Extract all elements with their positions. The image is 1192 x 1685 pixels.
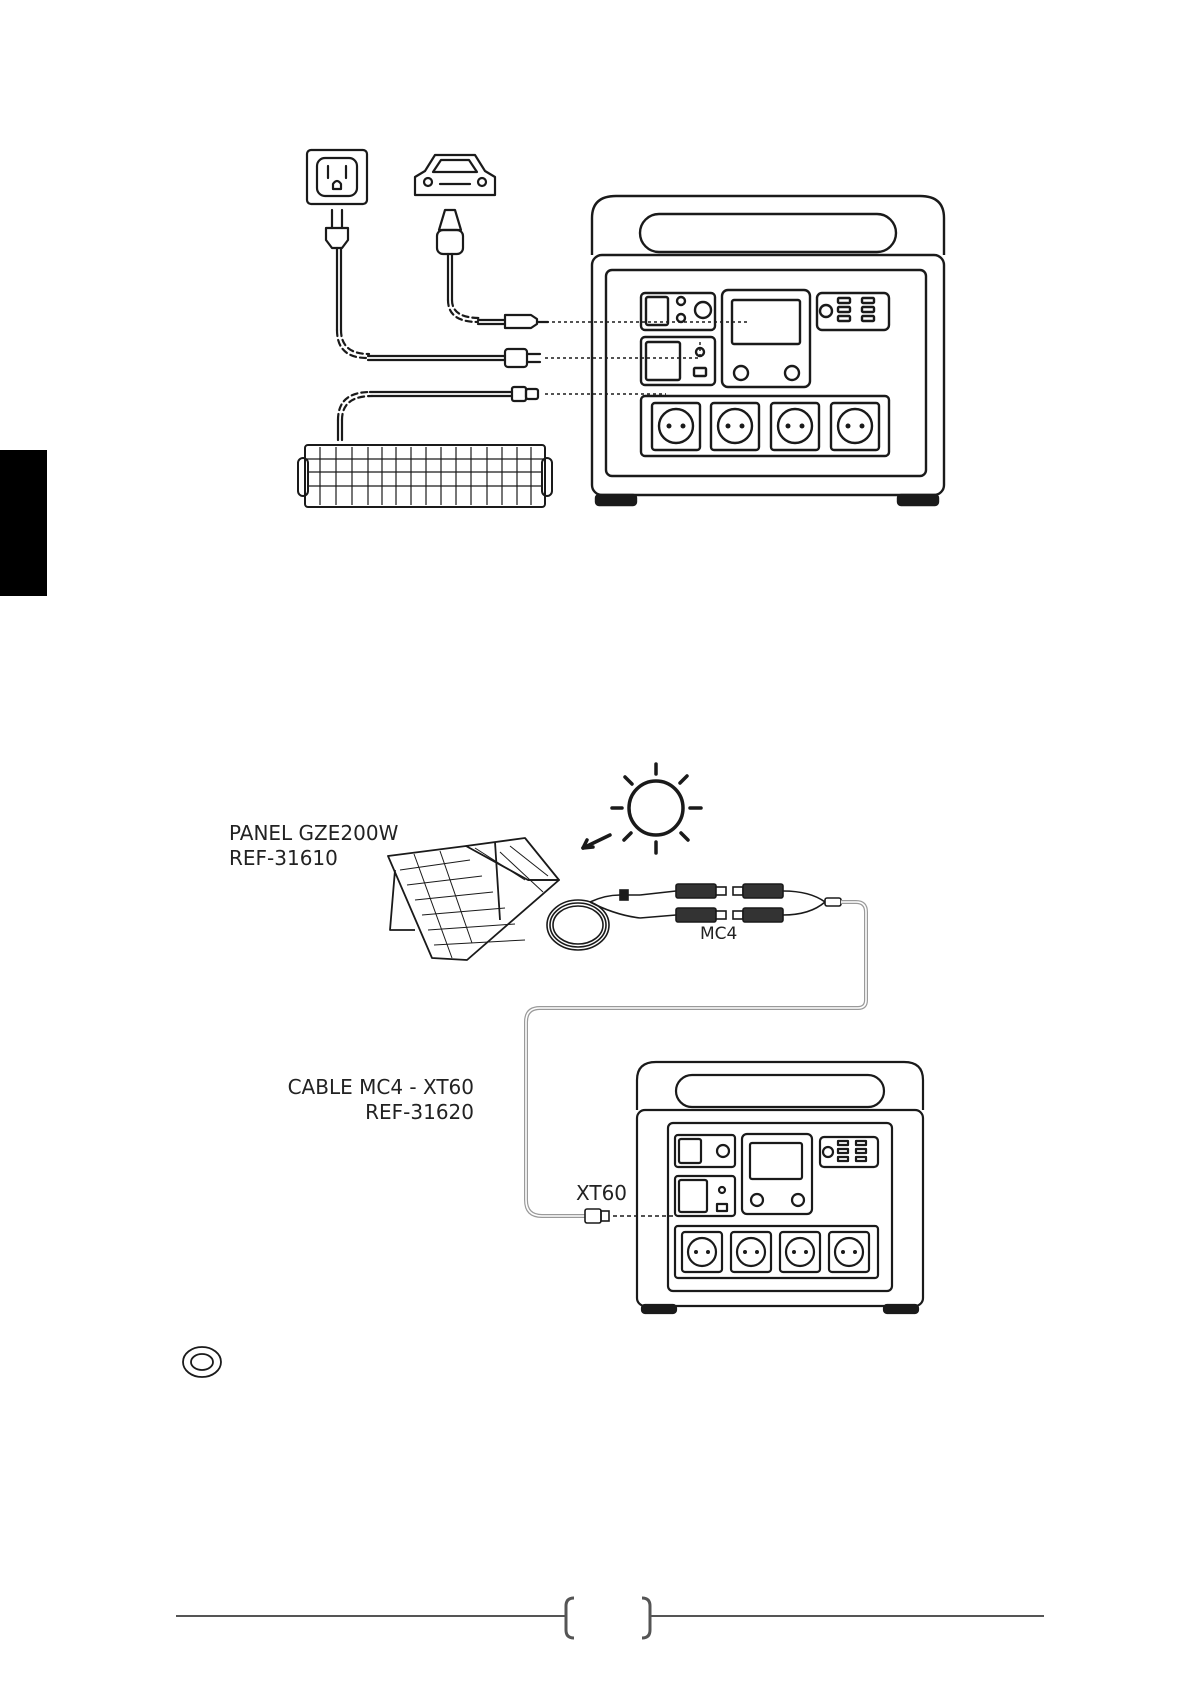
panel-name-label: PANEL GZE200W (229, 821, 398, 846)
footer-line-left (176, 1615, 566, 1617)
wall-outlet-icon (307, 150, 367, 204)
notice-circle-icon (181, 1345, 223, 1379)
sun-icon (583, 764, 701, 853)
footer-line-right (650, 1615, 1044, 1617)
solar-connection-diagram (0, 740, 1192, 1340)
mc4-label: MC4 (700, 924, 737, 945)
page-number-bracket (560, 1594, 656, 1642)
panel-ref-label: REF-31610 (229, 846, 338, 871)
car-icon (415, 155, 495, 195)
cable-ref-label: REF-31620 (262, 1100, 474, 1125)
charging-sources-diagram (0, 0, 1192, 560)
xt60-label: XT60 (576, 1181, 627, 1206)
cable-name-label: CABLE MC4 - XT60 (262, 1075, 474, 1100)
